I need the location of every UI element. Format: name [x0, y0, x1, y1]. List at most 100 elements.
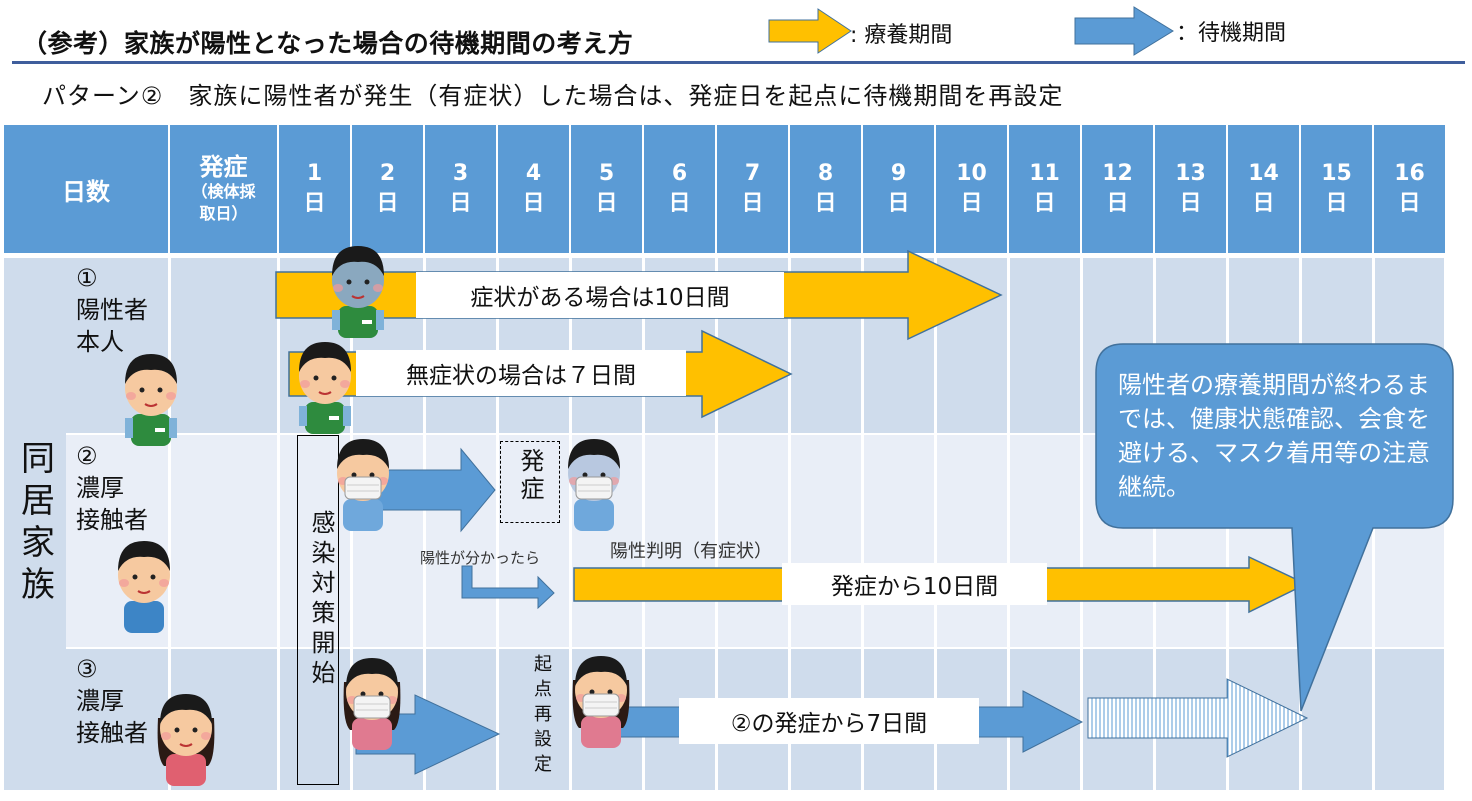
header-day-unit: 日: [814, 191, 837, 216]
group-label-cohabiting-family: 同居家族: [4, 258, 66, 790]
callout-bubble: [1095, 343, 1454, 712]
symptomatic-label: 症状がある場合は10日間: [416, 272, 784, 318]
header-day-number: 9: [890, 161, 907, 186]
person-contact2-masked-icon: [337, 439, 389, 531]
legend-treatment-arrow-icon: [768, 8, 852, 54]
header-day-16: 16 日: [1374, 125, 1445, 253]
header-day-number: 16: [1394, 161, 1425, 186]
onset-box: [500, 441, 560, 523]
header-day-number: 12: [1102, 161, 1133, 186]
header-day-unit: 日: [1398, 191, 1421, 216]
grid-line: [277, 258, 280, 790]
person-sick-symptomatic-icon: [332, 246, 384, 338]
pattern-subtitle: パターン② 家族に陽性者が発生（有症状）した場合は、発症日を起点に待機期間を再設…: [42, 82, 1064, 110]
header-day-unit: 日: [449, 191, 472, 216]
contact2-waiting-arrow: [375, 447, 496, 533]
header-day-unit: 日: [887, 191, 910, 216]
onset-box-label: 発症: [516, 448, 544, 504]
header-day-unit: 日: [1325, 191, 1348, 216]
contact2-bar-label: 発症から10日間: [782, 563, 1047, 605]
row-label-mark: ①: [76, 264, 98, 292]
person-contact3-worried-icon: [157, 694, 215, 786]
grid-line: [569, 258, 572, 790]
header-day-unit: 日: [1033, 191, 1056, 216]
header-day-number: 15: [1321, 161, 1352, 186]
row-label-3: ③ 濃厚 接触者: [76, 653, 148, 749]
person-asymptomatic-icon: [299, 342, 351, 434]
page-title: （参考）家族が陽性となった場合の待機期間の考え方: [22, 29, 634, 58]
when-positive-label: 陽性が分かったら: [420, 549, 541, 567]
header-day-15: 15 日: [1301, 125, 1372, 253]
person-contact3-reset-icon: [572, 656, 630, 748]
header-day-number: 3: [452, 161, 469, 186]
header-day-number: 7: [744, 161, 761, 186]
group-label-text: 同居家族: [14, 440, 55, 608]
positive-confirmed-label: 陽性判明（有症状）: [610, 541, 772, 562]
contact3-bar-label: ②の発症から7日間: [679, 698, 979, 744]
header-onset-sub1: （検体採: [191, 182, 256, 201]
header-day-number: 1: [306, 161, 323, 186]
person-contact3-masked-icon: [343, 658, 401, 750]
header-onset-label: 発症: [199, 153, 248, 181]
grid-line: [423, 258, 426, 790]
header-day-unit: 日: [960, 191, 983, 216]
header-day-unit: 日: [595, 191, 618, 216]
header-day-unit: 日: [1179, 191, 1202, 216]
header-day-unit: 日: [1106, 191, 1129, 216]
title-divider: [12, 61, 1465, 64]
row-label-2: ② 濃厚 接触者: [76, 440, 148, 536]
infection-control-box: [297, 435, 339, 785]
header-day-unit: 日: [522, 191, 545, 216]
header-day-11: 11 日: [1009, 125, 1080, 253]
when-positive-bent-arrow: [461, 565, 555, 610]
header-day-unit: 日: [668, 191, 691, 216]
header-day-number: 14: [1248, 161, 1279, 186]
row-divider: [66, 647, 1444, 649]
header-day-unit: 日: [1252, 191, 1275, 216]
header-day-number: 11: [1029, 161, 1060, 186]
grid-line: [496, 258, 499, 790]
asymptomatic-label: 無症状の場合は７日間: [356, 350, 686, 396]
row-label-line1: 陽性者: [76, 296, 148, 324]
grid-line: [861, 258, 864, 790]
header-day-number: 10: [956, 161, 987, 186]
grid-line: [1007, 258, 1010, 790]
grid-line: [788, 258, 791, 790]
legend-waiting-arrow-icon: [1074, 6, 1174, 56]
header-days: 日数: [4, 125, 168, 253]
row-label-line1: 濃厚: [76, 687, 124, 715]
row-label-mark: ②: [76, 442, 98, 470]
header-day-14: 14 日: [1228, 125, 1299, 253]
header-day-number: 2: [379, 161, 396, 186]
callout-text: 陽性者の療養期間が終わるまでは、健康状態確認、会食を避ける、マスク着用等の注意継…: [1118, 371, 1430, 501]
row-label-mark: ③: [76, 655, 98, 683]
infection-control-label: 感染対策開始: [307, 510, 335, 690]
row-label-line1: 濃厚: [76, 474, 124, 502]
header-days-label: 日数: [62, 177, 110, 206]
header-onset: 発症 （検体採 取日）: [170, 125, 277, 253]
header-day-unit: 日: [303, 191, 326, 216]
grid-line: [715, 258, 718, 790]
row-label-line2: 本人: [76, 328, 124, 356]
row-label-line2: 接触者: [76, 506, 148, 534]
header-onset-sub2: 取日）: [199, 204, 248, 223]
contact3-extended-striped-arrow: [1087, 678, 1309, 758]
header-day-number: 5: [598, 161, 615, 186]
row-label-line2: 接触者: [76, 719, 148, 747]
grid-line: [1080, 258, 1083, 790]
legend-waiting-label: ：待機期間: [1176, 21, 1287, 46]
person-contact2-onset-icon: [568, 439, 620, 531]
header-day-12: 12 日: [1082, 125, 1153, 253]
header-day-number: 8: [817, 161, 834, 186]
grid-line: [168, 258, 171, 790]
